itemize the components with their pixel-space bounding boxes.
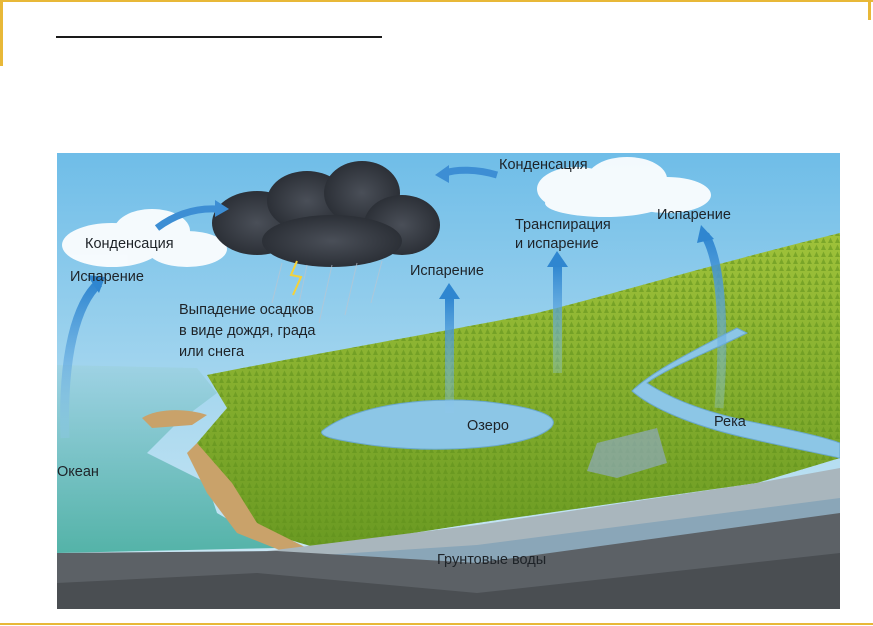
river	[631, 327, 840, 459]
label-condensation-top: Конденсация	[499, 157, 588, 173]
condensation-arrow-left	[154, 205, 218, 231]
lightning-icon	[289, 260, 303, 296]
evaporation-curve-arrow	[60, 279, 103, 439]
marsh	[587, 428, 667, 478]
coastal-rocks	[187, 443, 307, 551]
label-river: Река	[714, 414, 747, 430]
label-transpiration-line1: Транспирация	[515, 217, 611, 233]
rain-icon	[271, 260, 383, 324]
transpiration-arrow	[553, 265, 562, 373]
soil-layer	[267, 468, 840, 563]
label-transpiration-line2: и испарение	[515, 236, 599, 252]
water-cycle-diagram: Конденсация Испарение Выпадение осадков …	[57, 153, 840, 609]
cloud-top	[537, 157, 711, 217]
frame-left-line	[0, 0, 3, 66]
ocean	[57, 365, 277, 553]
lake	[321, 399, 554, 450]
label-precipitation-line3: или снега	[179, 344, 245, 360]
label-ocean: Океан	[57, 464, 99, 480]
frame-top-line	[0, 0, 873, 2]
frame-right-line	[868, 0, 871, 20]
evaporation-lake-arrow	[445, 297, 454, 413]
arrows	[60, 165, 727, 439]
title-underline	[56, 36, 382, 38]
storm-cloud	[212, 161, 440, 267]
label-evaporation-lake: Испарение	[410, 263, 484, 279]
groundwater-layer	[277, 498, 840, 578]
evaporation-river-arrow	[701, 232, 727, 409]
label-lake: Озеро	[467, 418, 509, 434]
label-evaporation-right: Испарение	[657, 207, 731, 223]
frame-bottom-line	[0, 623, 873, 625]
label-evaporation-ocean: Испарение	[70, 269, 144, 285]
label-groundwater: Грунтовые воды	[437, 552, 546, 568]
label-condensation-left: Конденсация	[85, 236, 174, 252]
label-precipitation-line1: Выпадение осадков	[179, 302, 314, 318]
label-precipitation-line2: в виде дождя, града	[179, 323, 316, 339]
